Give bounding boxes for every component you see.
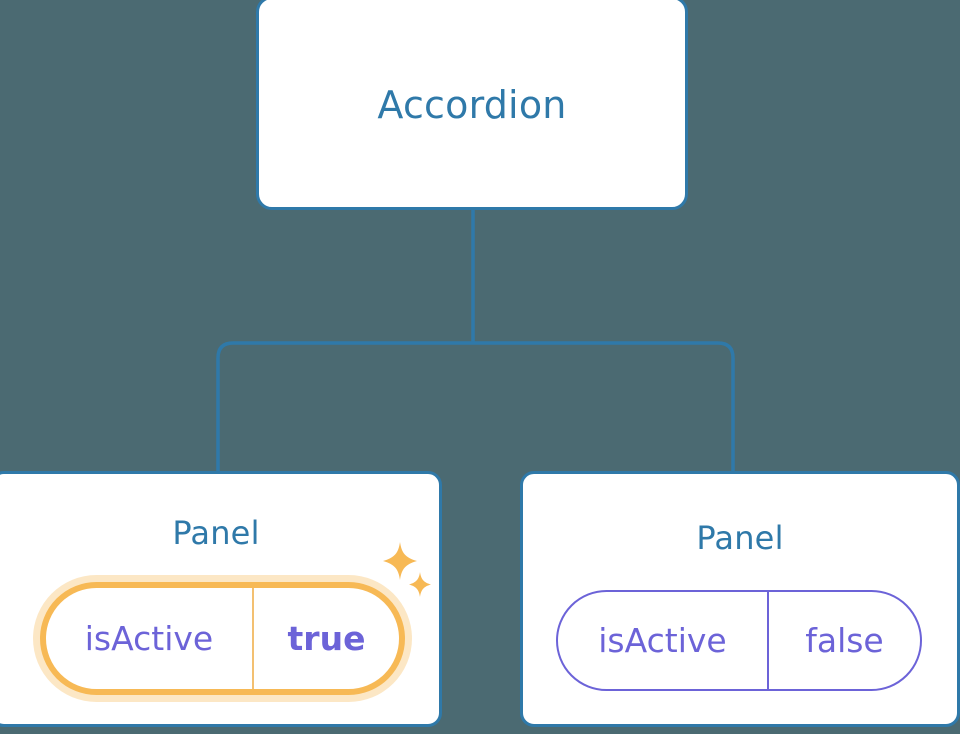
prop-pill-is-active-true[interactable]: isActive true — [40, 582, 405, 695]
node-accordion-label: Accordion — [377, 83, 567, 127]
prop-value-label: false — [805, 621, 884, 660]
prop-value-label: true — [287, 619, 366, 658]
connector-branch-bus — [216, 341, 735, 472]
prop-key-label: isActive — [558, 592, 769, 689]
prop-pill-is-active-false[interactable]: isActive false — [556, 590, 922, 691]
node-panel-active-label: Panel — [172, 514, 260, 552]
prop-key-label: isActive — [46, 588, 254, 689]
node-panel-inactive-label: Panel — [696, 519, 784, 557]
node-accordion[interactable]: Accordion — [256, 0, 688, 210]
